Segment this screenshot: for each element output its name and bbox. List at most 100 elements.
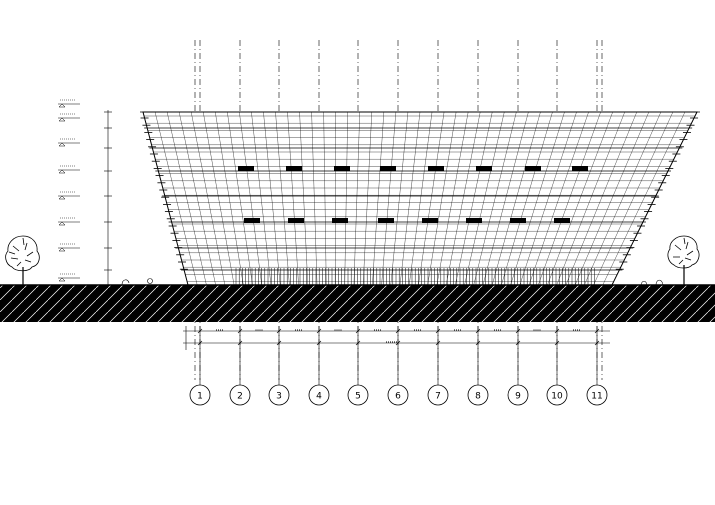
facade-mullion-v <box>143 112 189 285</box>
window-band <box>244 218 260 223</box>
facade-mullion-v <box>574 112 649 285</box>
facade-mullion-v <box>203 112 235 285</box>
facade-mullion-v <box>344 112 348 285</box>
level-marker-icon <box>58 217 80 226</box>
facade-mullion-v <box>593 112 674 285</box>
facade-mullion-v <box>556 112 625 285</box>
window-band <box>428 166 444 171</box>
level-marker-icon <box>58 138 80 147</box>
axis-label: 10 <box>551 392 563 402</box>
facade-mullion-v <box>275 112 290 285</box>
facade-mullion-v <box>215 112 244 285</box>
window-band <box>378 218 394 223</box>
window-band <box>476 166 492 171</box>
facade-mullion-v <box>239 112 262 285</box>
site-figures <box>121 278 664 286</box>
axis-label: 9 <box>515 392 521 402</box>
facade-mullion-v <box>602 112 686 285</box>
axis-circle <box>546 384 568 406</box>
axis-bubble: 6 <box>387 348 409 406</box>
facade-mullion-v <box>538 112 601 285</box>
window-band <box>422 218 438 223</box>
dimension-chain <box>183 326 610 350</box>
axis-bubble: 4 <box>308 348 330 406</box>
level-marker-icon <box>58 191 80 200</box>
facade-mullion-v <box>528 112 589 285</box>
axis-circle <box>467 384 489 406</box>
facade-mullion-v <box>323 112 327 285</box>
facade-mullion-v <box>584 112 662 285</box>
level-markers <box>58 99 80 282</box>
level-marker-icon <box>58 243 80 252</box>
facade-mullion-v <box>191 112 226 285</box>
window-band <box>510 218 526 223</box>
axis-circle <box>308 384 330 406</box>
axis-bubble: 5 <box>347 348 369 406</box>
facade-mullion-v <box>381 112 397 285</box>
axis-bubble: 10 <box>546 348 568 406</box>
ground-hatch <box>0 285 715 322</box>
axis-circle <box>268 384 290 406</box>
tree-icon <box>5 235 40 285</box>
facade-mullion-v <box>362 112 373 285</box>
window-band <box>380 166 396 171</box>
window-band <box>554 218 570 223</box>
window-band <box>238 166 254 171</box>
window-band <box>288 218 304 223</box>
window-band <box>286 166 302 171</box>
window-band <box>332 218 348 223</box>
facade-mullion-v <box>287 112 299 285</box>
tree-icon <box>667 235 700 285</box>
axis-label: 3 <box>276 392 282 402</box>
facade-mullion-v <box>427 112 457 285</box>
axis-label: 4 <box>316 392 322 402</box>
facade-mullion-v <box>353 112 360 285</box>
level-marker-icon <box>58 165 80 174</box>
building-facade <box>140 111 700 286</box>
axis-circle <box>189 384 211 406</box>
axis-circle <box>507 384 529 406</box>
facade-mullion-v <box>311 112 318 285</box>
facade-mullion-v <box>464 112 505 285</box>
axis-label: 7 <box>435 392 441 402</box>
facade-mullion-v <box>166 112 207 285</box>
window-band <box>466 218 482 223</box>
facade-mullion-v <box>547 112 613 285</box>
facade-mullion-v <box>399 112 421 285</box>
window-band <box>525 166 541 171</box>
axis-circle <box>586 384 608 406</box>
axis-bubble: 11 <box>586 348 608 406</box>
facade-mullion-v <box>418 112 445 285</box>
axis-bubble: 8 <box>467 348 489 406</box>
axis-label: 6 <box>395 392 401 402</box>
facade-mullion-v <box>565 112 637 285</box>
facade-mullion-v <box>455 112 493 285</box>
facade-mullion-v <box>501 112 553 285</box>
axis-circle <box>427 384 449 406</box>
axis-bubble: 3 <box>268 348 290 406</box>
facade-mullion-v <box>445 112 481 285</box>
facade-mullion-v <box>492 112 541 285</box>
facade-mullion-v <box>390 112 409 285</box>
facade-mullion-v <box>510 112 565 285</box>
axis-bubble: 2 <box>229 348 251 406</box>
facade-mullion-v <box>473 112 517 285</box>
facade-mullion-v <box>372 112 385 285</box>
facade-mullion-v <box>482 112 529 285</box>
axis-circle <box>347 384 369 406</box>
level-marker-icon <box>58 99 80 108</box>
facade-mullion-v <box>227 112 253 285</box>
axis-label: 11 <box>591 392 602 402</box>
axis-label: 1 <box>197 392 203 402</box>
axis-label: 2 <box>237 392 243 402</box>
window-band <box>334 166 350 171</box>
axis-circle <box>387 384 409 406</box>
facade-mullion-v <box>154 112 198 285</box>
level-marker-icon <box>58 113 80 122</box>
axis-bubble: 1 <box>189 348 211 406</box>
axis-bubble: 9 <box>507 348 529 406</box>
facade-mullion-v <box>436 112 469 285</box>
facade-mullion-v <box>409 112 433 285</box>
axis-label: 5 <box>355 392 361 402</box>
level-marker-icon <box>58 273 80 282</box>
